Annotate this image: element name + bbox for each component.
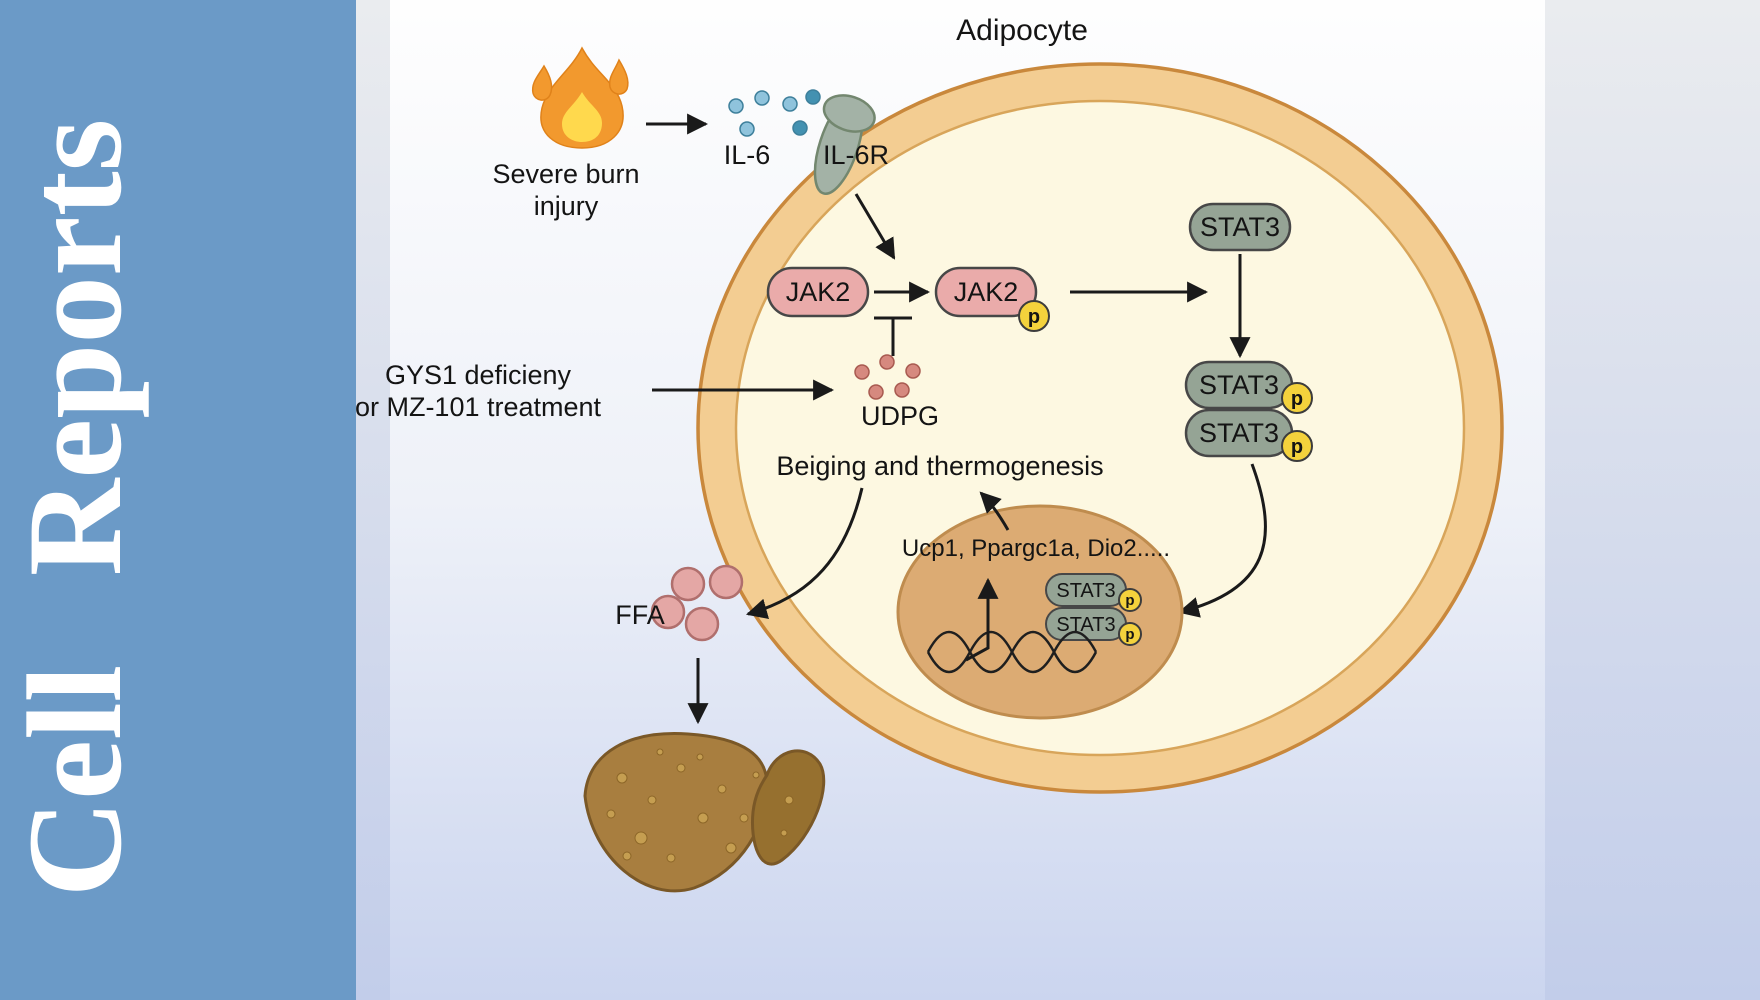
dna-helix [926,630,1098,674]
stat3-box [1188,202,1292,252]
stat3p-label-2: STAT3 [1199,418,1279,448]
jak2-phospho-box [934,266,1038,318]
svg-text:STAT3: STAT3 [1056,580,1115,602]
adipocyte-label: Adipocyte [956,14,1088,47]
fire-icon [531,46,629,149]
journal-title: Cell Reports [1,119,150,898]
gys1-label-line2: or MZ-101 treatment [355,392,602,422]
liver-spots [606,748,794,863]
burn-injury-label-line1: Severe burn [492,159,639,189]
ffa-dots [650,564,744,642]
il6r-label: IL-6R [823,140,889,170]
il6r-receptor-icon [813,94,876,195]
stat3-label: STAT3 [1200,212,1280,242]
jak2-box [766,266,870,318]
nuclear-stat3-dimer: STAT3 p STAT3 p [1045,573,1142,646]
flame-inner [562,92,602,142]
target-genes-label: Ucp1, Ppargc1a, Dio2..... [902,535,1170,562]
ffa-label: FFA [615,600,665,630]
arrow-il6r-to-jak2 [854,193,896,260]
gys1-label-line1: GYS1 deficieny [385,360,572,390]
il6-dots [728,89,821,137]
il6-label: IL-6 [724,140,771,170]
jak2-label: JAK2 [786,277,851,307]
nucleus [896,504,1184,720]
liver-icon [583,732,826,893]
burn-injury-label-line2: injury [534,191,599,221]
phospho-badge-stat3p-1 [1281,382,1313,414]
arrow-transcription [965,577,999,662]
phospho-badge-jak2-label: p [1028,306,1040,328]
arrow-genes-to-beiging [979,491,1010,531]
beiging-label: Beiging and thermogenesis [776,451,1103,481]
phospho-badge-stat3p-2 [1281,430,1313,462]
stat3p-label-1: STAT3 [1199,370,1279,400]
udpg-label: UDPG [861,401,939,431]
journal-sidebar [0,0,356,1000]
phospho-badge-stat3p-1-label: p [1291,388,1303,410]
arrow-beiging-to-ffa [745,487,864,619]
inhibition-tbar-udpg [874,316,912,356]
svg-text:p: p [1125,626,1134,643]
svg-text:p: p [1125,592,1134,609]
arrow-stat3p-to-nucleus [1177,463,1267,618]
jak2-phospho-label: JAK2 [954,277,1019,307]
phospho-badge-jak2 [1018,300,1050,332]
phospho-badge-stat3p-2-label: p [1291,436,1303,458]
udpg-dots [854,354,921,400]
svg-text:STAT3: STAT3 [1056,614,1115,636]
